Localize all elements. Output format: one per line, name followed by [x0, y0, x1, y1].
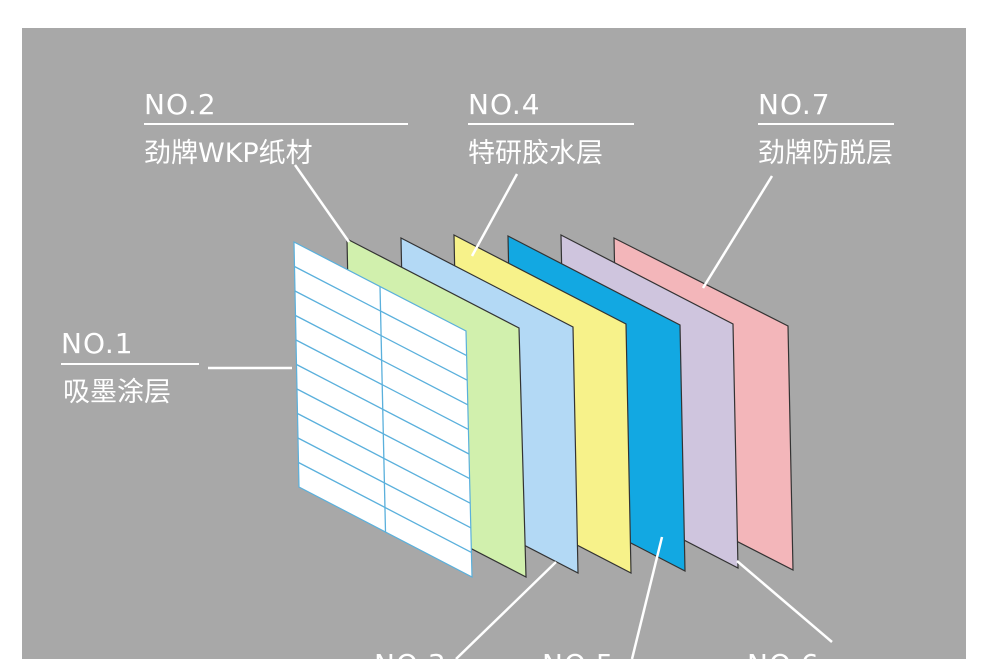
- leader-5: [630, 536, 664, 659]
- layer-1-name: 吸墨涂层: [63, 377, 171, 408]
- layer-6-number: NO.6: [747, 648, 820, 659]
- label-sheet-grid: [294, 265, 472, 553]
- leader-2: [293, 164, 351, 243]
- layer-2-name: 劲牌WKP纸材: [144, 138, 313, 169]
- label-4: NO.4 特研胶水层: [468, 88, 634, 169]
- label-2: NO.2 劲牌WKP纸材: [144, 88, 408, 169]
- layer-4-name: 特研胶水层: [468, 138, 603, 169]
- label-1: NO.1 吸墨涂层: [61, 327, 199, 408]
- layer-sheets: [293, 234, 794, 579]
- layer-diagram: NO.1 吸墨涂层 NO.2 劲牌WKP纸材 NO.3 NO.4 特研胶水层 N…: [61, 88, 894, 659]
- layer-4-number: NO.4: [468, 88, 541, 121]
- leader-lines: [208, 164, 833, 659]
- leader-6: [736, 560, 833, 643]
- layer-5-number: NO.5: [542, 648, 615, 659]
- label-grid-column-line: [379, 286, 387, 533]
- label-5: NO.5: [542, 648, 615, 659]
- label-7: NO.7 劲牌防脱层: [758, 88, 894, 169]
- layer-7-number: NO.7: [758, 88, 831, 121]
- label-6: NO.6: [747, 648, 820, 659]
- layer-2-number: NO.2: [144, 88, 217, 121]
- leader-7: [701, 175, 774, 289]
- diagram-panel: NO.1 吸墨涂层 NO.2 劲牌WKP纸材 NO.3 NO.4 特研胶水层 N…: [22, 28, 966, 659]
- layer-7-name: 劲牌防脱层: [758, 138, 893, 169]
- leader-4: [470, 173, 519, 257]
- layer-3-number: NO.3: [374, 648, 447, 659]
- layer-1-number: NO.1: [61, 327, 134, 360]
- label-3: NO.3: [374, 648, 447, 659]
- leader-3: [455, 561, 557, 659]
